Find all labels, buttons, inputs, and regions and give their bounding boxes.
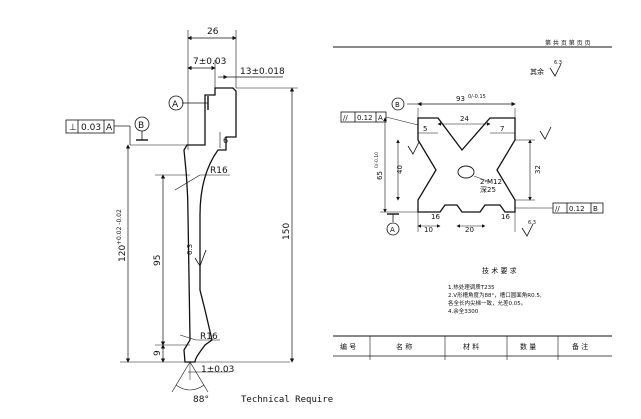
radius-lower: R16 — [200, 332, 218, 342]
datum-a-label: A — [172, 100, 179, 110]
rough-all-label: 其余 — [530, 67, 544, 76]
dim-angle: 88° — [193, 395, 209, 405]
dim-height-120-tol: +0.02 -0.02 — [116, 209, 123, 245]
table-header-3: 数 量 — [520, 342, 536, 351]
dim-height-tol: 0/-0.10 — [374, 152, 380, 168]
dim-tip-tol: 1±0.03 — [201, 365, 234, 375]
dim-top-width: 26 — [207, 27, 219, 37]
thread-callout: 2-M12 — [480, 178, 502, 186]
dim-height-65: 65 — [376, 171, 384, 180]
left-punch-drawing — [65, 30, 298, 393]
table-header-0: 编 号 — [340, 342, 356, 351]
radius-upper: R16 — [210, 166, 228, 176]
flatness-value: 0.03 — [81, 123, 101, 133]
tech-line-4: 4.余全3300 — [448, 307, 479, 315]
dim-len-7: 7 — [500, 125, 504, 133]
parallel-symbol-bottom: // — [555, 205, 560, 213]
table-header-4: 备 注 — [572, 342, 588, 351]
table-header-2: 材 料 — [463, 342, 479, 351]
sheet-header: 第 共 页 第 页 页 — [545, 39, 591, 47]
table-header-1: 名 称 — [396, 342, 412, 351]
dim-len-16a: 16 — [431, 213, 440, 221]
rough-all-value: 6.3 — [554, 60, 562, 66]
punch-outline — [183, 87, 237, 363]
dim-shoulder: 13±0.018 — [240, 67, 285, 77]
dim-len-10: 10 — [424, 226, 433, 234]
dim-height-120: 120 — [118, 245, 128, 262]
parallel-value-top: 0.12 — [357, 114, 373, 122]
thread-depth: 深25 — [480, 185, 496, 194]
dim-len-24: 24 — [460, 115, 469, 123]
parts-table: 编 号 名 称 材 料 数 量 备 注 — [333, 335, 612, 360]
parallel-symbol-top: // — [343, 114, 348, 122]
side-roughness: 6.3 — [528, 220, 536, 226]
right-die-drawing: 第 共 页 第 页 页 其余 6.3 — [333, 39, 633, 407]
tech-requirements-title: 技 术 要 求 — [482, 266, 517, 275]
dim-len-32: 32 — [534, 165, 542, 174]
datum-b-right: B — [395, 101, 400, 109]
datum-b-label: B — [138, 121, 144, 131]
dim-total-150: 150 — [282, 223, 292, 240]
roughness-value: 6.3 — [186, 244, 194, 255]
flatness-datum: A — [106, 123, 113, 133]
parallel-value-bottom: 0.12 — [569, 205, 585, 213]
dim-len-9: 9 — [153, 350, 163, 356]
dim-len-20: 20 — [465, 226, 474, 234]
right-sheet-frame — [333, 47, 633, 407]
die-outline — [417, 117, 516, 213]
dim-len-5: 5 — [423, 125, 427, 133]
dim-width-tol: 0/-0.15 — [468, 94, 486, 100]
dim-tip-offset: 7±0.03 — [193, 57, 226, 67]
tech-line-2: 2.V形槽角度为88°，槽口圆面角R0.5, — [448, 291, 542, 299]
tech-requirements-list: 1.热处理调质T235 2.V形槽角度为88°，槽口圆面角R0.5, 各全长内尖… — [448, 283, 542, 315]
technical-requirements-footer: Technical Requiren — [241, 395, 339, 405]
parallel-datum-bottom: B — [593, 205, 598, 213]
dim-len-95: 95 — [153, 255, 163, 266]
datum-a-right: A — [390, 226, 395, 234]
right-dimension-labels: 93 0/-0.15 B // 0.12 A 24 5 7 65 0/-0.10… — [343, 94, 598, 236]
dim-width: 93 — [456, 95, 465, 103]
tech-line-1: 1.热处理调质T235 — [448, 283, 495, 291]
left-dimension-labels: 26 7±0.03 13±0.018 ⊥ 0.03 A B A 6 R16 R1… — [69, 27, 339, 405]
dim-len-16b: 16 — [501, 213, 510, 221]
flatness-symbol: ⊥ — [69, 123, 77, 133]
tech-line-3: 各全长内尖梯一致，允差0.05。 — [448, 299, 526, 307]
parallel-datum-top: A — [378, 114, 383, 122]
dim-clear-6: 6 — [223, 136, 228, 145]
dim-len-40: 40 — [396, 165, 404, 174]
